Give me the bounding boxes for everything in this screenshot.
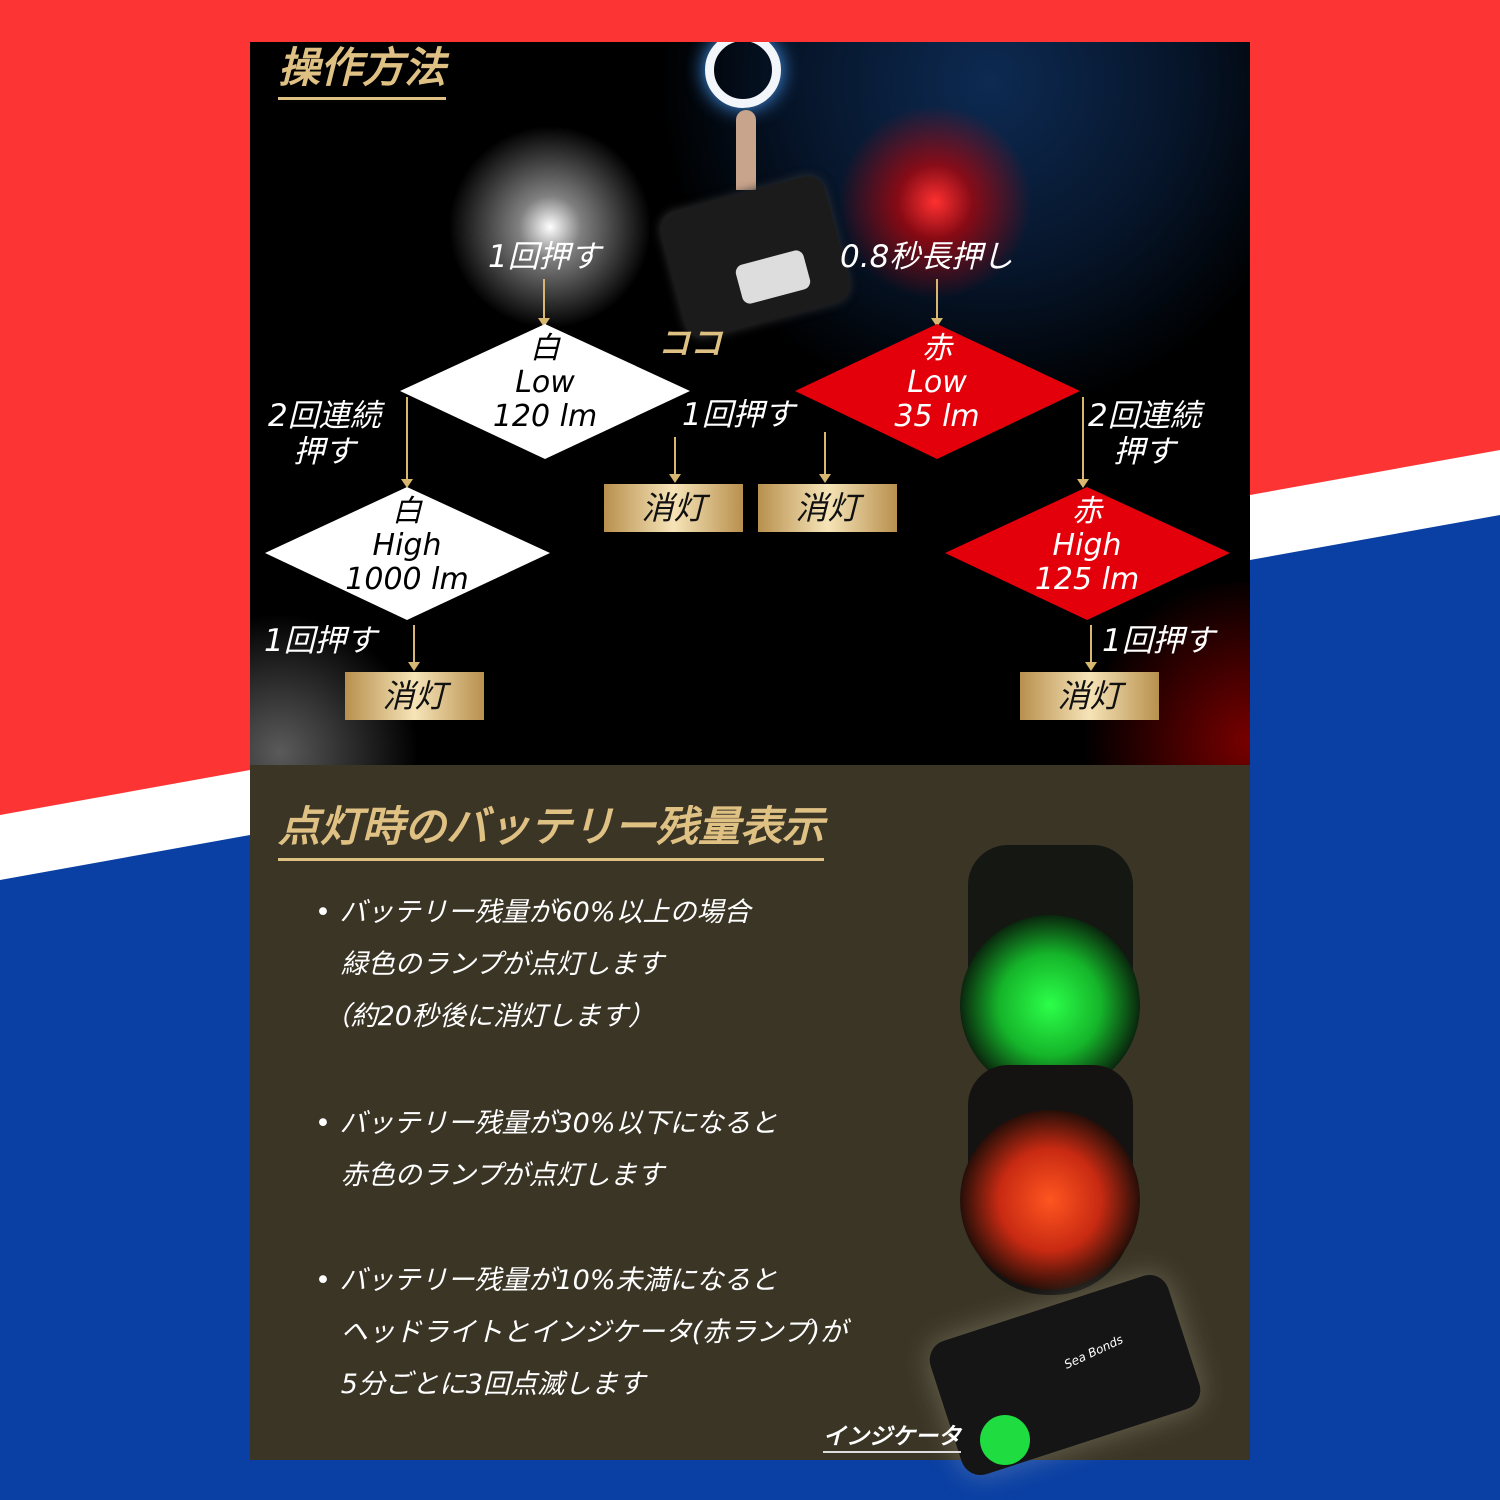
finger-image — [736, 110, 756, 190]
red-light-glow — [830, 97, 1040, 307]
battery-section: 点灯時のバッテリー残量表示 • バッテリー残量が60%以上の場合 緑色のランプが… — [250, 765, 1250, 1481]
long-press-label: 0.8秒長押し — [840, 239, 1014, 275]
press-once-label: 1回押す — [1102, 623, 1215, 659]
press-once-label: 1回押す — [264, 623, 377, 659]
white-light-glow — [440, 117, 660, 337]
battery-item: • バッテリー残量が30%以下になると 赤色のランプが点灯します — [315, 1108, 778, 1191]
press-twice-label: 2回連続 押す — [268, 398, 381, 470]
here-label: ココ — [658, 324, 723, 362]
headlamp-image — [924, 1269, 1206, 1481]
section-title: 操作方法 — [278, 42, 447, 100]
press-once-label: 1回押す — [488, 239, 601, 275]
battery-item: • バッテリー残量が10%未満になると ヘッドライトとインジケータ(赤ランプ)が… — [315, 1265, 848, 1400]
press-once-label: 1回押す — [682, 397, 795, 433]
headlamp-image — [656, 172, 854, 342]
indicator-label: インジケータ — [823, 1417, 961, 1453]
press-twice-label: 2回連続 押す — [1088, 398, 1201, 470]
battery-item: • バッテリー残量が60%以上の場合 緑色のランプが点灯します （約20秒後に消… — [315, 897, 751, 1032]
off-box: 消灯 — [604, 484, 743, 532]
section-title: 点灯時のバッテリー残量表示 — [278, 793, 825, 861]
power-icon — [705, 42, 781, 108]
off-box: 消灯 — [758, 484, 897, 532]
off-box: 消灯 — [345, 672, 484, 720]
off-box: 消灯 — [1020, 672, 1159, 720]
